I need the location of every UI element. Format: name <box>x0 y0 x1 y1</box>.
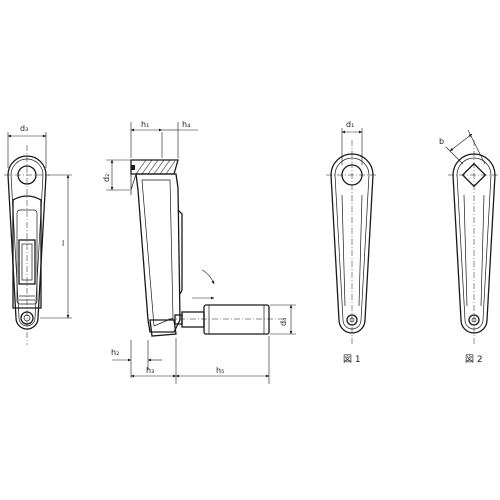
dim-h2-label: h₂ <box>111 348 119 357</box>
dim-h5-label: h₅ <box>216 366 224 375</box>
dim-d3-label: d₃ <box>20 124 28 133</box>
figure-2-caption: 図 2 <box>465 354 483 365</box>
figure-1-caption: 図 1 <box>343 354 361 365</box>
dim-h4-label: h₄ <box>182 120 190 129</box>
figure-2-view <box>445 129 499 345</box>
dim-l-label: l <box>62 239 64 248</box>
dim-d2-label: d₂ <box>102 174 111 182</box>
dim-b-label: b <box>439 137 444 146</box>
side-view <box>106 122 296 384</box>
dim-h3-label: h₃ <box>146 366 154 375</box>
front-view-left <box>4 132 72 345</box>
dim-h1-label: h₁ <box>141 120 149 129</box>
dim-d4-label: d₄ <box>279 318 288 326</box>
dim-d1-label: d₁ <box>346 120 354 129</box>
figure-1-view <box>326 128 378 345</box>
